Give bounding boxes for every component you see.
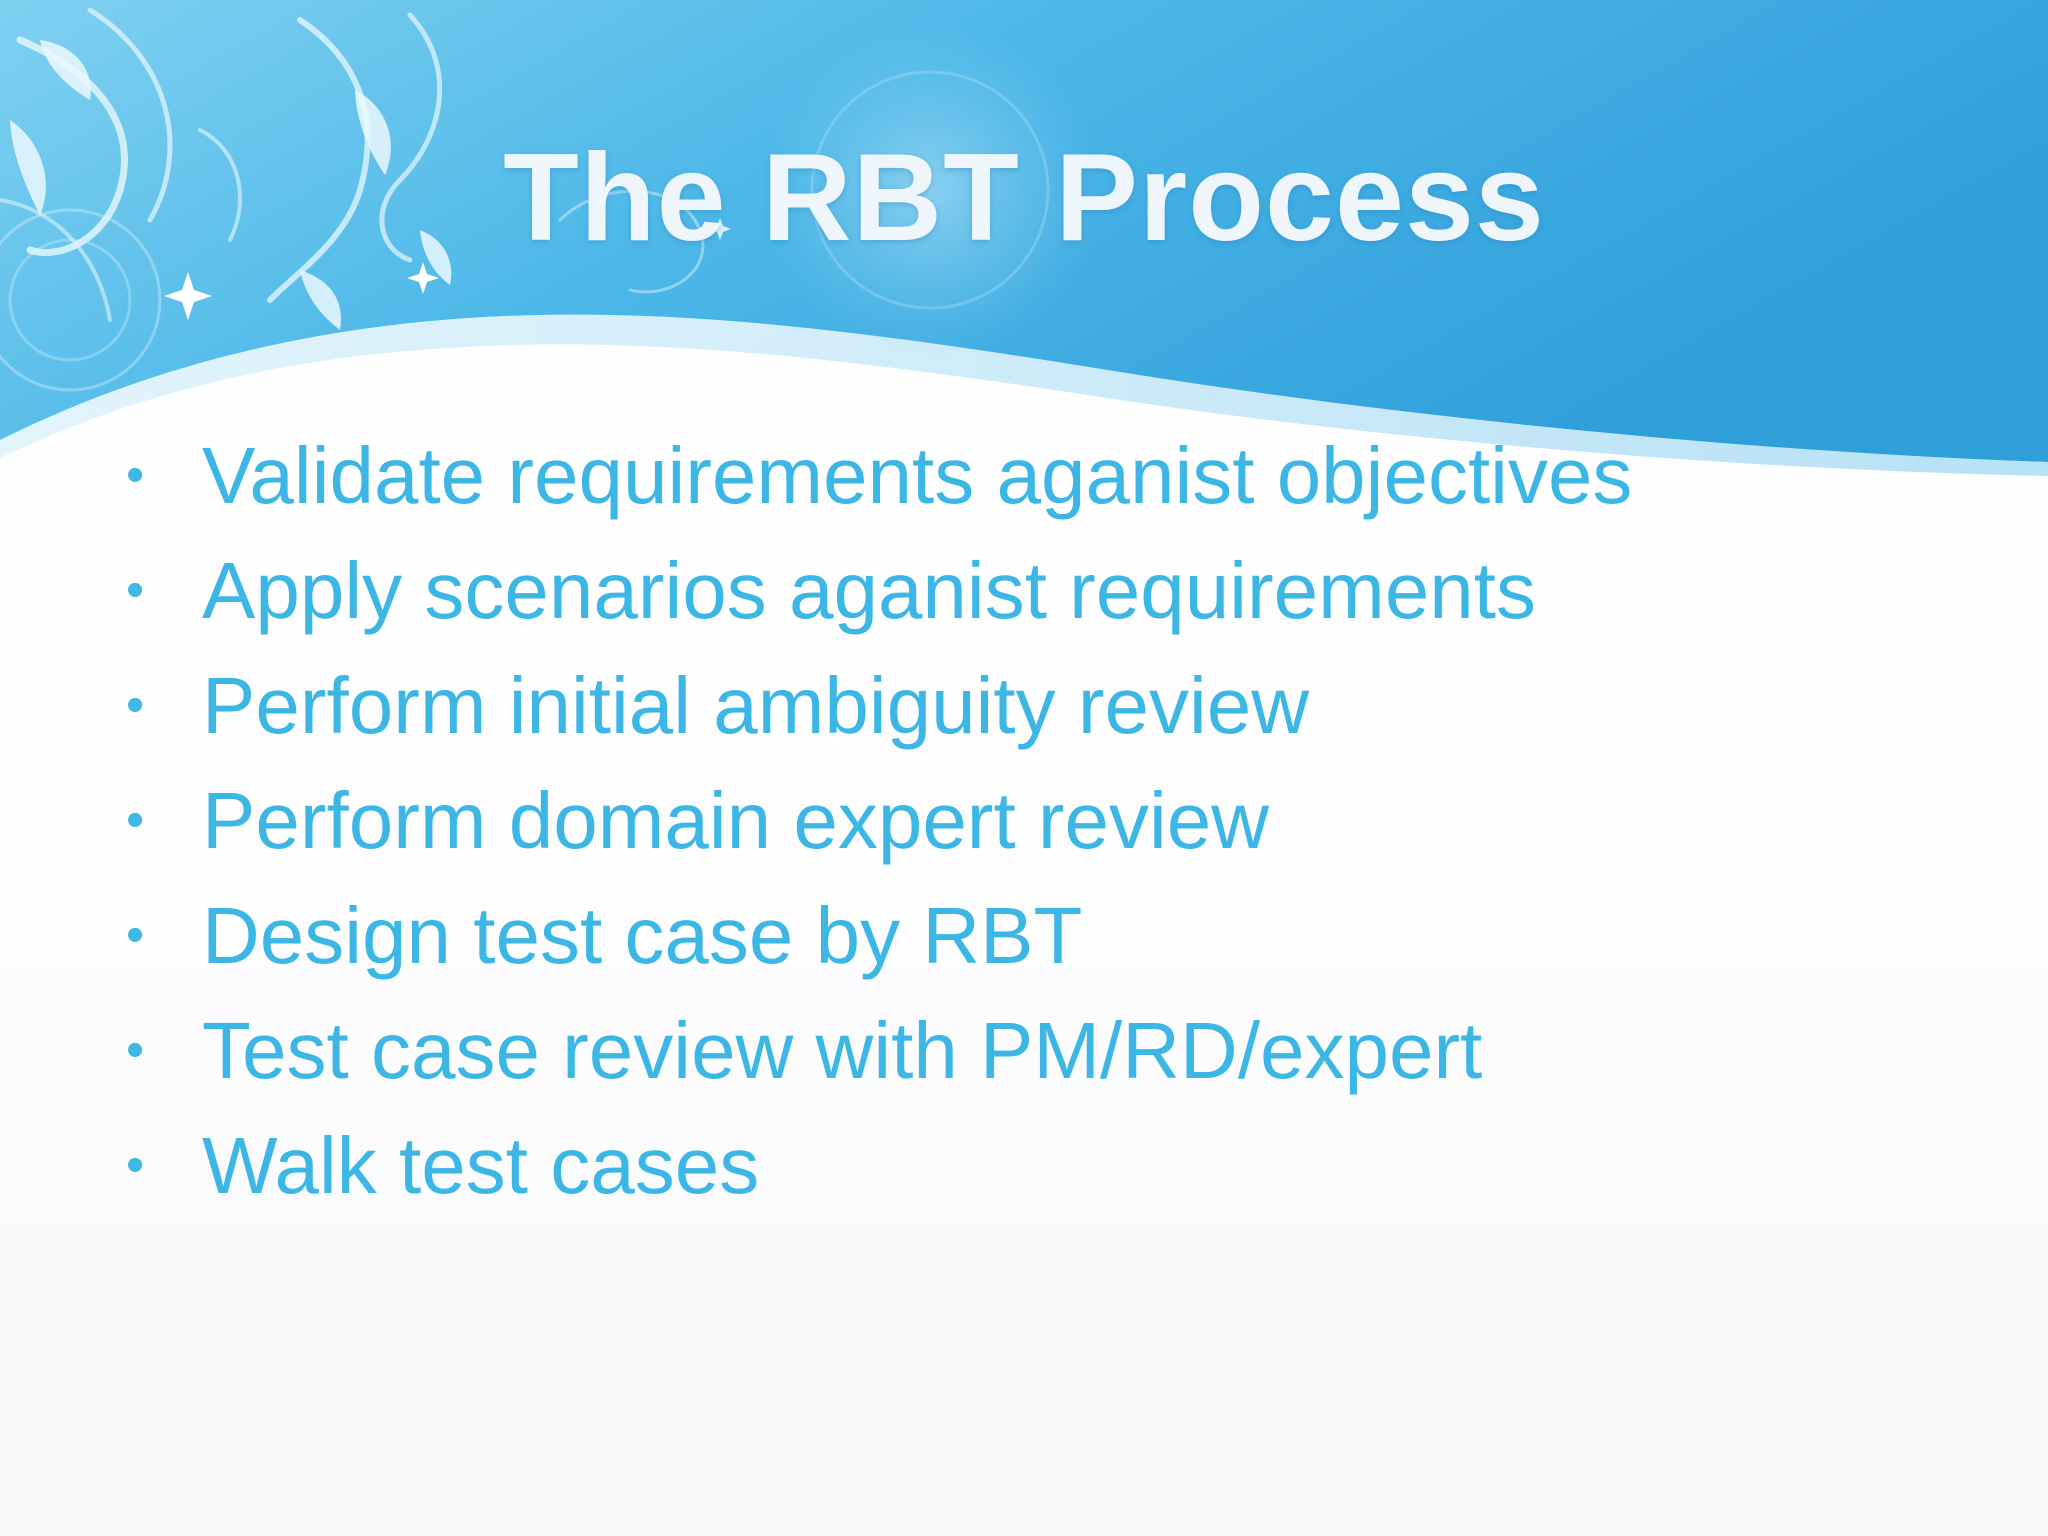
bullet-text: Validate requirements aganist objectives [202,431,1633,520]
bullet-text: Design test case by RBT [202,891,1083,980]
bullet-text: Perform domain expert review [202,776,1270,865]
list-item: • Validate requirements aganist objectiv… [120,418,1632,533]
list-item: • Test case review with PM/RD/expert [120,993,1632,1108]
list-item: • Design test case by RBT [120,878,1632,993]
list-item: • Walk test cases [120,1108,1632,1223]
list-item: • Perform domain expert review [120,763,1632,878]
bullet-icon: • [126,906,145,964]
bullet-text: Perform initial ambiguity review [202,661,1310,750]
bullet-text: Apply scenarios aganist requirements [202,546,1537,635]
bullet-text: Walk test cases [202,1121,760,1210]
header-decoration [0,0,2048,476]
bullet-text: Test case review with PM/RD/expert [202,1006,1483,1095]
bullet-icon: • [126,1021,145,1079]
bullet-icon: • [126,676,145,734]
list-item: • Perform initial ambiguity review [120,648,1632,763]
bullet-icon: • [126,791,145,849]
bullet-icon: • [126,446,145,504]
bullet-icon: • [126,561,145,619]
slide-title: The RBT Process [503,129,1545,267]
list-item: • Apply scenarios aganist requirements [120,533,1632,648]
bullet-list: • Validate requirements aganist objectiv… [120,418,1632,1223]
bullet-icon: • [126,1136,145,1194]
